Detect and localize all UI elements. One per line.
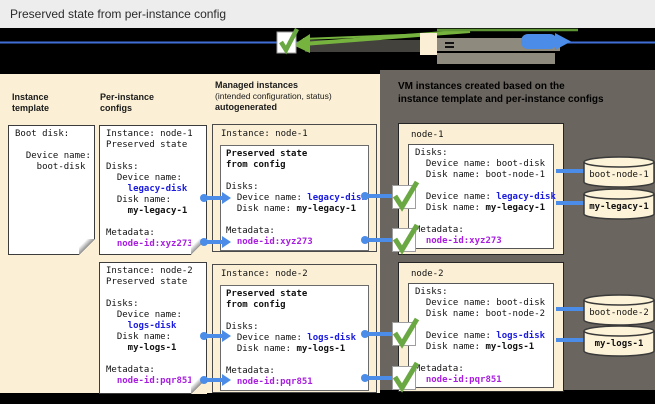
disk-name-value: my-logs-1 <box>296 344 346 354</box>
connector-line <box>205 196 225 200</box>
legend-green-arrowhead-icon <box>293 34 310 53</box>
metadata-value: node-id:pqr851 <box>106 376 193 386</box>
boot-device-value: boot-disk <box>496 159 546 169</box>
metadata-value: node-id:pqr851 <box>415 375 502 385</box>
device-name-value: logs-disk <box>496 331 546 341</box>
connector-line <box>556 201 586 205</box>
legend-beige-swatch <box>420 33 437 55</box>
connector-line <box>366 376 394 380</box>
disk-cylinder-boot-node-1: boot-node-1 <box>583 156 655 188</box>
vm-config-box: Disks: Device name: boot-disk Disk name:… <box>408 144 556 249</box>
disk-name-value: my-logs-1 <box>485 342 535 352</box>
connector-line <box>556 169 586 173</box>
connector-dot <box>361 236 369 244</box>
connector-arrowhead-icon <box>222 236 231 248</box>
connector-line <box>556 307 586 311</box>
legend-blue-arrow-icon <box>521 34 557 49</box>
preserved-state-box: Preserved state from config Disks: Devic… <box>220 285 369 391</box>
applied-check-icon <box>392 223 420 255</box>
vm-title: node-2 <box>411 269 444 279</box>
disk-name-value: my-legacy-1 <box>296 204 357 214</box>
connector-line <box>205 240 225 244</box>
device-name-value: logs-disk <box>106 321 177 331</box>
disk-name-value: my-legacy-1 <box>106 206 188 216</box>
connector-line <box>205 334 225 338</box>
disk-cylinder-my-legacy-1: my-legacy-1 <box>583 188 655 220</box>
legend-equals-icon <box>445 42 454 44</box>
legend-equals-icon <box>445 46 454 48</box>
connector-line <box>366 332 394 336</box>
header-instance-template: Instance template <box>12 92 50 113</box>
instance-template-box: Boot disk: Device name: boot-disk <box>8 125 95 255</box>
legend-text-ghost-3 <box>437 53 555 64</box>
connector-line <box>366 194 394 198</box>
folded-corner-icon <box>79 239 95 255</box>
connector-line <box>205 378 225 382</box>
disk-cylinder-boot-node-2: boot-node-2 <box>583 294 655 326</box>
disk-label: boot-node-2 <box>589 308 649 318</box>
metadata-value: node-id:xyz273 <box>415 236 502 246</box>
boot-device-value: boot-disk <box>496 298 546 308</box>
legend-checkmark-icon <box>279 28 299 55</box>
boot-disk-value: boot-node-2 <box>485 309 546 319</box>
connector-dot <box>200 332 208 340</box>
disk-name-value: my-logs-1 <box>106 343 177 353</box>
metadata-value: node-id:xyz273 <box>106 239 193 249</box>
device-name-value: legacy-disk <box>106 184 188 194</box>
vm-node-2: node-2 Disks: Device name: boot-disk Dis… <box>398 262 564 392</box>
managed-instance-title: Instance: node-2 <box>221 269 308 279</box>
legend-blue-arrowhead-icon <box>555 33 571 50</box>
applied-check-icon <box>392 361 420 393</box>
applied-check-icon <box>392 180 420 212</box>
managed-instance-node-2: Instance: node-2 Preserved state from co… <box>212 264 377 393</box>
vm-title: node-1 <box>411 130 444 140</box>
connector-arrowhead-icon <box>222 330 231 342</box>
header-per-instance-configs: Per-instance configs <box>100 92 155 113</box>
preserved-state-box: Preserved state from config Disks: Devic… <box>220 145 369 251</box>
title-bar: Preserved state from per-instance config <box>0 0 655 28</box>
header-vm-instances: VM instances created based on the instan… <box>398 81 604 105</box>
vm-node-1: node-1 Disks: Device name: boot-disk Dis… <box>398 123 564 255</box>
page-title: Preserved state from per-instance config <box>10 7 227 21</box>
per-instance-config-node-1: Instance: node-1 Preserved state Disks: … <box>99 125 207 255</box>
header-managed-instances: Managed instances (intended configuratio… <box>215 80 332 112</box>
metadata-value: node-id:xyz273 <box>226 237 313 247</box>
legend-green-arrow-shaft-2 <box>302 33 431 40</box>
managed-instance-title: Instance: node-1 <box>221 129 308 139</box>
metadata-value: node-id:pqr851 <box>226 377 313 387</box>
disk-label: my-logs-1 <box>595 339 644 349</box>
legend-green-arrow-shaft <box>302 29 471 46</box>
device-name-value: logs-disk <box>307 333 357 343</box>
connector-line <box>556 338 586 342</box>
connector-dot <box>361 192 369 200</box>
device-name-value: legacy-disk <box>307 193 367 203</box>
connector-dot <box>361 374 369 382</box>
connector-dot <box>200 376 208 384</box>
connector-dot <box>200 238 208 246</box>
disk-cylinder-my-logs-1: my-logs-1 <box>583 325 655 357</box>
boot-disk-value: boot-node-1 <box>485 170 546 180</box>
per-instance-config-node-2: Instance: node-2 Preserved state Disks: … <box>99 262 207 394</box>
vm-config-box: Disks: Device name: boot-disk Disk name:… <box>408 283 554 388</box>
connector-arrowhead-icon <box>222 374 231 386</box>
connector-dot <box>200 194 208 202</box>
managed-instance-node-1: Instance: node-1 Preserved state from co… <box>212 124 377 252</box>
disk-label: boot-node-1 <box>589 170 649 180</box>
connector-line <box>366 238 394 242</box>
legend-band <box>0 28 655 64</box>
disk-name-value: my-legacy-1 <box>485 203 546 213</box>
connector-arrowhead-icon <box>222 192 231 204</box>
applied-check-icon <box>392 317 420 349</box>
connector-dot <box>361 330 369 338</box>
disk-label: my-legacy-1 <box>589 202 649 212</box>
device-name-value: legacy-disk <box>496 192 556 202</box>
